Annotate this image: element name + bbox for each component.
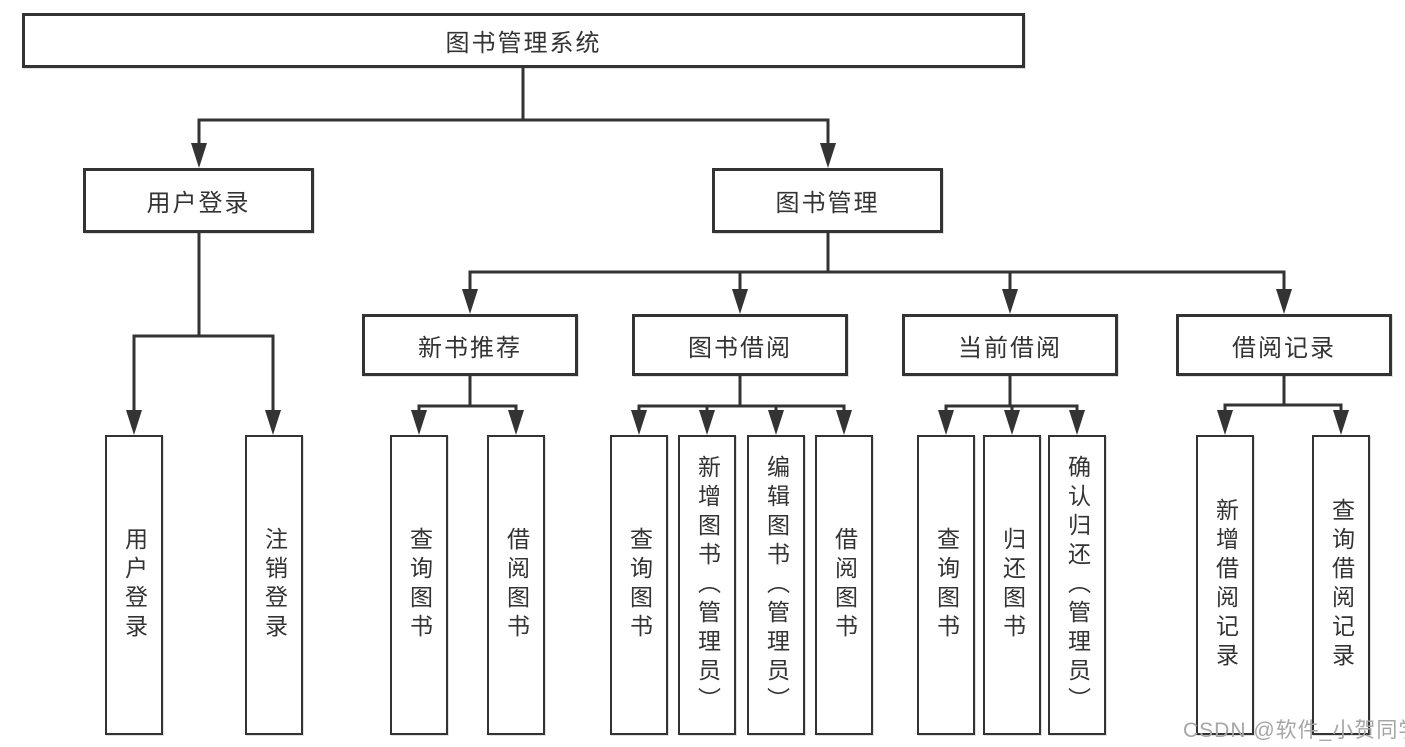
- node-leaf-borrow-books-recommend: 借阅图书: [487, 435, 545, 735]
- node-leaf-return-books: 归还图书: [983, 435, 1041, 735]
- arrowhead-icon: [768, 410, 784, 435]
- arrowhead-icon: [191, 143, 207, 168]
- node-label: 新增借阅记录: [1212, 498, 1239, 672]
- node-leaf-user-login: 用户登录: [105, 435, 163, 735]
- arrowhead-icon: [1002, 289, 1018, 314]
- node-label: 编辑图书（管理员）: [763, 454, 790, 716]
- arrowhead-icon: [836, 410, 852, 435]
- node-label: 图书管理系统: [445, 30, 602, 57]
- node-label: 查询图书: [626, 527, 653, 643]
- arrowhead-icon: [411, 410, 427, 435]
- node-new-book-recommendation: 新书推荐: [362, 314, 578, 376]
- node-leaf-query-books-borrowing: 查询图书: [610, 435, 668, 735]
- arrowhead-icon: [1333, 410, 1349, 435]
- node-user-login: 用户登录: [83, 168, 314, 233]
- node-label: 注销登录: [261, 527, 288, 643]
- node-label: 查询图书: [933, 527, 960, 643]
- node-leaf-query-books-current: 查询图书: [917, 435, 975, 735]
- node-leaf-borrow-books: 借阅图书: [815, 435, 873, 735]
- node-label: 借阅图书: [831, 527, 858, 643]
- node-label: 当前借阅: [958, 334, 1062, 362]
- node-book-management: 图书管理: [712, 168, 943, 233]
- node-leaf-edit-books-admin: 编辑图书（管理员）: [747, 435, 805, 735]
- arrowhead-icon: [820, 143, 836, 168]
- node-borrowing-records: 借阅记录: [1176, 314, 1392, 376]
- arrowhead-icon: [938, 410, 954, 435]
- node-label: 图书管理: [775, 190, 880, 217]
- node-leaf-query-books-recommend: 查询图书: [390, 435, 448, 735]
- arrowhead-icon: [631, 410, 647, 435]
- node-label: 借阅图书: [503, 527, 530, 643]
- arrowhead-icon: [732, 289, 748, 314]
- node-leaf-add-borrow-record: 新增借阅记录: [1196, 435, 1254, 735]
- node-label: 新书推荐: [418, 334, 522, 362]
- node-label: 归还图书: [999, 527, 1026, 643]
- node-leaf-add-books-admin: 新增图书（管理员）: [678, 435, 736, 735]
- arrowhead-icon: [699, 410, 715, 435]
- arrowhead-icon: [1004, 410, 1020, 435]
- node-current-borrowing: 当前借阅: [902, 314, 1118, 376]
- node-label: 查询图书: [406, 527, 433, 643]
- node-label: 查询借阅记录: [1328, 498, 1355, 672]
- arrowhead-icon: [508, 410, 524, 435]
- csdn-watermark: CSDN @软件_小贺同学: [1183, 719, 1405, 742]
- node-leaf-confirm-return-admin: 确认归还（管理员）: [1048, 435, 1106, 735]
- node-book-borrowing: 图书借阅: [632, 314, 848, 376]
- node-label: 新增图书（管理员）: [694, 454, 721, 716]
- arrowhead-icon: [265, 410, 281, 435]
- arrowhead-icon: [462, 289, 478, 314]
- arrowhead-icon: [126, 410, 142, 435]
- node-label: 借阅记录: [1232, 334, 1336, 362]
- node-leaf-query-borrow-record: 查询借阅记录: [1312, 435, 1370, 735]
- node-library-management-system: 图书管理系统: [22, 13, 1025, 68]
- node-label: 用户登录: [121, 527, 148, 643]
- node-label: 用户登录: [146, 190, 251, 217]
- arrowhead-icon: [1217, 410, 1233, 435]
- node-leaf-logout: 注销登录: [245, 435, 303, 735]
- node-label: 图书借阅: [688, 334, 792, 362]
- node-label: 确认归还（管理员）: [1064, 454, 1091, 716]
- arrowhead-icon: [1069, 410, 1085, 435]
- arrowhead-icon: [1276, 289, 1292, 314]
